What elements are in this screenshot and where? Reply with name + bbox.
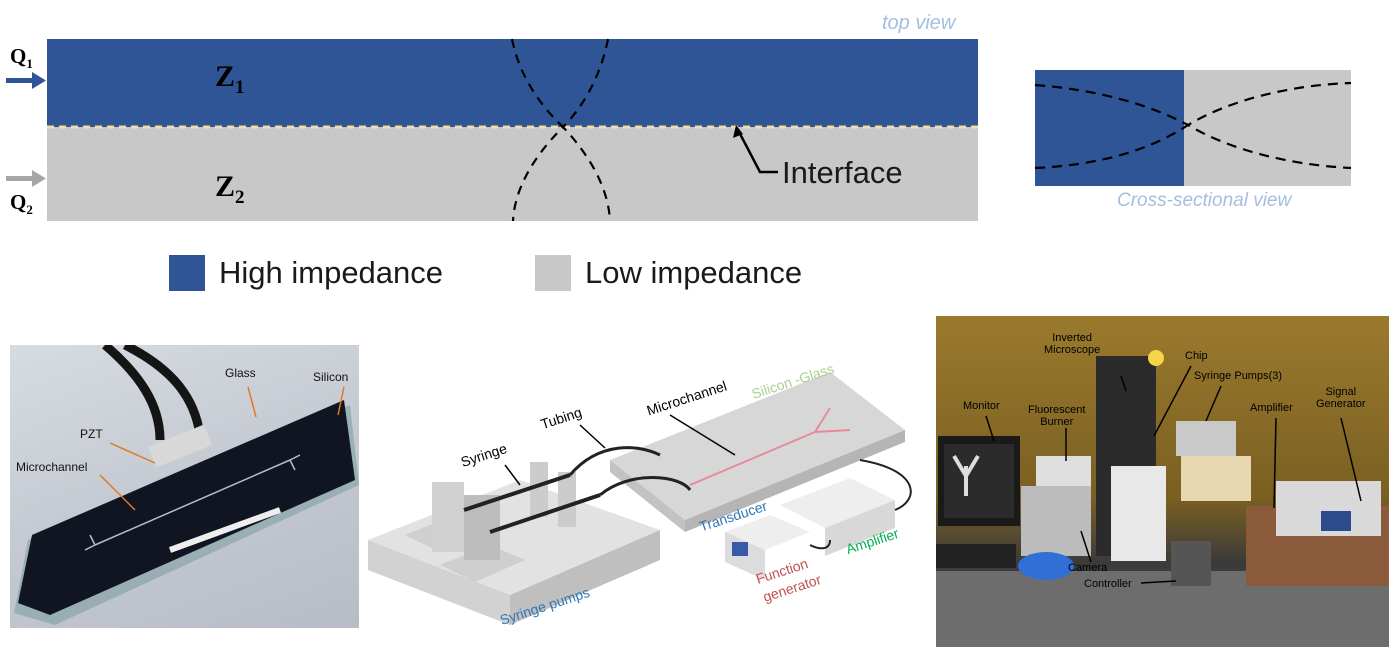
interface-arrowhead xyxy=(733,125,743,138)
top-view-channel xyxy=(6,38,978,222)
function-generator-top xyxy=(725,515,810,550)
lab-label-amplifier: Amplifier xyxy=(1250,402,1293,414)
zone-1-label: Z1 xyxy=(215,60,245,98)
lab-signal-generator-screen xyxy=(1321,511,1351,531)
legend-swatch-low xyxy=(535,255,571,291)
system-schematic xyxy=(368,372,912,625)
syringe-1 xyxy=(463,473,571,512)
pump-base-side xyxy=(510,530,660,625)
chip-microchannel-line xyxy=(94,459,291,546)
chip-label-pzt: PZT xyxy=(80,427,103,441)
lab-cardboard-box xyxy=(1181,456,1251,501)
pump-recess-2 xyxy=(440,545,525,582)
lab-syringe-pumps xyxy=(1176,421,1236,456)
cross-section-low-impedance xyxy=(1184,70,1351,186)
lab-label-monitor: Monitor xyxy=(963,400,1000,412)
inlet-arrow-2-head xyxy=(32,170,46,187)
inlet-1-label: Q1 xyxy=(10,44,33,72)
low-impedance-stream xyxy=(47,127,978,221)
inlet-arrow-2-shaft xyxy=(6,176,34,181)
interface-label: Interface xyxy=(782,155,903,190)
chip-slab-side xyxy=(685,430,905,532)
syringe-2 xyxy=(489,493,601,534)
inlet-arrow-1-shaft xyxy=(6,78,34,83)
lab-label-chip: Chip xyxy=(1185,350,1208,362)
lab-camera xyxy=(1021,486,1091,556)
lab-light xyxy=(1148,350,1164,366)
lab-keyboard xyxy=(936,544,1016,568)
microchannel-pointer xyxy=(99,474,136,511)
pump-base-front xyxy=(368,540,510,625)
lab-controller xyxy=(1171,541,1211,586)
lab-label-camera: Camera xyxy=(1068,562,1108,574)
cable-gen-amp xyxy=(809,539,831,550)
top-view-label: top view xyxy=(882,12,956,34)
pointer-monitor xyxy=(985,415,995,442)
chip-channel-outlet xyxy=(289,454,301,471)
pointer-syringe-pumps xyxy=(1205,385,1222,422)
legend-label-high: High impedance xyxy=(219,255,444,290)
lab-microscope-base xyxy=(1111,466,1166,561)
pointer-camera xyxy=(1080,530,1092,563)
high-impedance-stream xyxy=(47,39,978,127)
pointer-controller xyxy=(1140,580,1177,584)
inlet-arrow-1-head xyxy=(32,72,46,89)
pump-block-mid-1 xyxy=(530,462,548,517)
glass-pointer xyxy=(247,386,257,418)
legend-label-low: Low impedance xyxy=(585,255,803,290)
zone-2-label: Z2 xyxy=(215,170,245,208)
tubing-2 xyxy=(599,476,692,497)
chip-channel-inlet xyxy=(84,534,96,551)
chip-photo: Glass Silicon PZT Microchannel xyxy=(10,345,359,628)
chip-silicon-body xyxy=(18,400,355,615)
pointer-signal-generator xyxy=(1340,417,1362,502)
pump-block-left xyxy=(432,482,464,552)
chip-label-microchannel: Microchannel xyxy=(16,460,88,474)
cross-section-diagram xyxy=(1034,70,1352,186)
interface-pointer xyxy=(736,129,778,174)
pzt-pointer xyxy=(109,442,156,464)
pointer-microscope xyxy=(1120,375,1127,392)
chip-label-silicon: Silicon xyxy=(313,370,349,384)
cable-amp-chip xyxy=(859,459,912,511)
pointer-tubing xyxy=(579,424,606,449)
cross-section-curve-lower xyxy=(1034,123,1352,170)
lab-label-controller: Controller xyxy=(1084,578,1132,590)
tubing-1 xyxy=(568,446,661,476)
lab-monitor-image xyxy=(952,454,980,496)
lab-mouse-pad xyxy=(1018,552,1074,580)
legend-swatch-high xyxy=(169,255,205,291)
chip-label-glass: Glass xyxy=(225,366,256,380)
cross-section-label: Cross-sectional view xyxy=(1117,190,1292,211)
chip-wire-2 xyxy=(122,345,205,436)
pump-base-top xyxy=(368,480,660,595)
lab-label-syringe-pumps: Syringe Pumps(3) xyxy=(1194,370,1283,382)
amplifier-front xyxy=(825,500,895,556)
chip-slab-front xyxy=(610,460,685,532)
pressure-node-curve-right xyxy=(561,38,612,222)
amplifier-top xyxy=(780,478,895,528)
inlet-2-label: Q2 xyxy=(10,190,33,218)
chip-wire-1 xyxy=(102,345,165,441)
chip-photo-drawing xyxy=(14,345,359,625)
silicon-pointer xyxy=(337,386,345,416)
pointer-amplifier xyxy=(1273,417,1277,509)
function-generator-screen xyxy=(732,542,748,556)
pointer-microchannel xyxy=(669,414,736,456)
schematic-microchannel xyxy=(689,407,851,486)
chip-pzt-pad xyxy=(148,424,212,468)
pointer-chip xyxy=(1153,365,1192,437)
lab-monitor-screen xyxy=(944,444,1014,518)
lab-setup-drawing xyxy=(936,350,1389,647)
pointer-syringe xyxy=(504,464,521,486)
chip-transducer-strip xyxy=(168,507,282,553)
pump-block-mid-2 xyxy=(558,472,576,527)
